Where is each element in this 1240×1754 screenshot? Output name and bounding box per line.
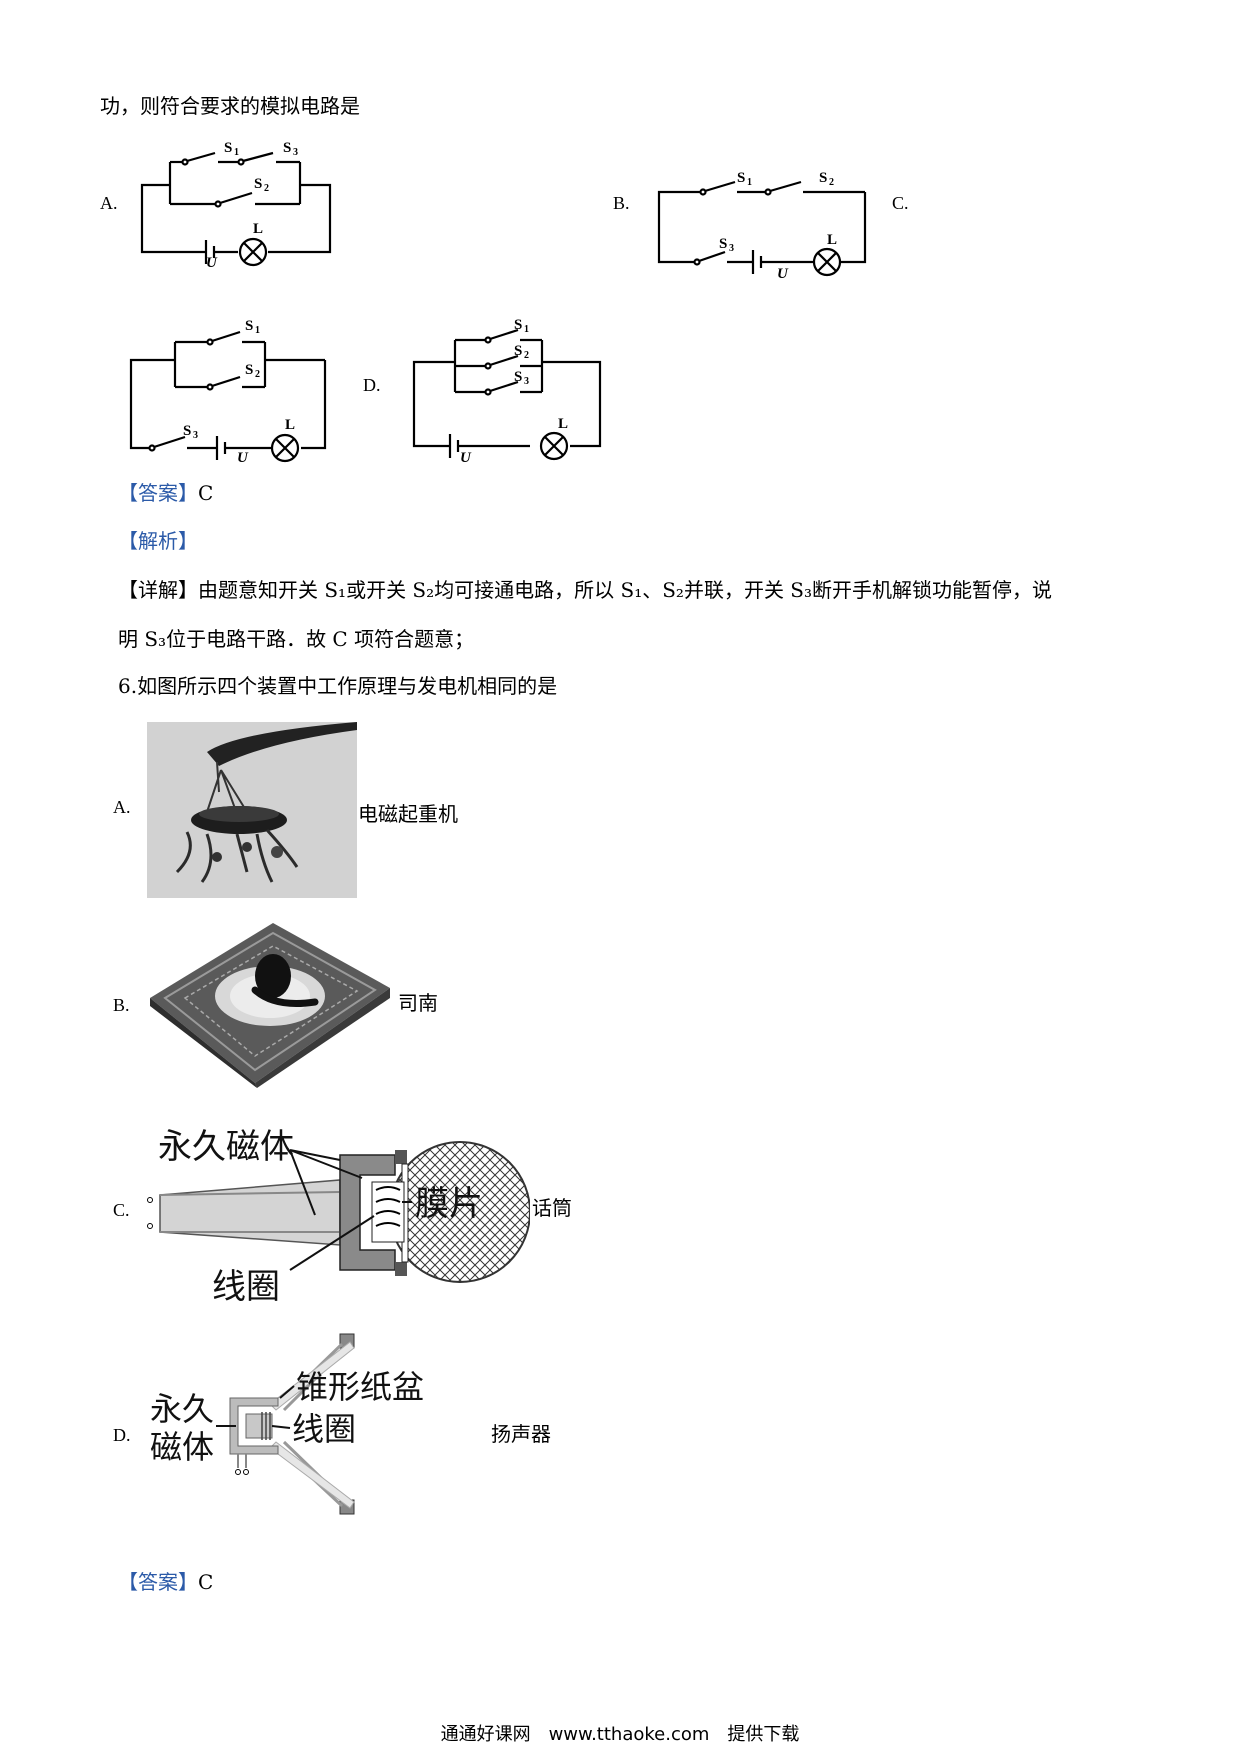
detail-line-2: 明 S₃位于电路干路．故 C 项符合题意； — [118, 627, 475, 651]
svg-text:3: 3 — [293, 147, 298, 158]
q6-option-a-label: A. — [113, 797, 131, 817]
svg-text:S: S — [514, 369, 522, 385]
label-s1: S — [224, 140, 232, 156]
answer-tag: 【答案】 — [118, 481, 198, 505]
label-coil: 线圈 — [212, 1267, 280, 1305]
svg-text:U: U — [237, 450, 249, 466]
label-speaker-magnet-2: 磁体 — [150, 1428, 214, 1466]
q5-answer: 【答案】C — [118, 479, 213, 507]
svg-text:S: S — [737, 170, 745, 186]
caption-microphone: 话筒 — [532, 1196, 572, 1220]
svg-text:L: L — [558, 416, 568, 432]
svg-text:S: S — [245, 318, 253, 334]
svg-text:S: S — [245, 362, 253, 378]
label-source: U — [206, 255, 218, 271]
svg-text:U: U — [460, 450, 472, 466]
q5-option-c-label: C. — [892, 193, 909, 213]
speaker-diagram: 永久 磁体 锥形纸盆 线圈 — [150, 1333, 424, 1515]
analysis-tag: 【解析】 — [118, 529, 198, 553]
svg-text:S: S — [183, 423, 191, 439]
q6-option-d-label: D. — [113, 1425, 131, 1445]
caption-sinan: 司南 — [398, 991, 438, 1015]
answer-tag: 【答案】 — [118, 1570, 198, 1594]
q6-answer: 【答案】C — [118, 1568, 213, 1596]
svg-text:2: 2 — [829, 177, 834, 188]
label-cone: 锥形纸盆 — [296, 1368, 424, 1406]
q6-option-b-label: B. — [113, 995, 130, 1015]
svg-text:1: 1 — [255, 325, 260, 336]
detail-tag: 【详解】 — [118, 578, 198, 602]
svg-text:S: S — [819, 170, 827, 186]
crane-photo — [147, 722, 357, 898]
svg-text:2: 2 — [524, 350, 529, 361]
q5-option-a-label: A. — [100, 193, 118, 213]
svg-text:L: L — [827, 232, 837, 248]
svg-text:S: S — [514, 343, 522, 359]
svg-text:L: L — [285, 417, 295, 433]
label-speaker-coil: 线圈 — [292, 1410, 356, 1448]
label-magnet: 永久磁体 — [158, 1127, 294, 1167]
svg-text:1: 1 — [747, 177, 752, 188]
intro-line: 功，则符合要求的模拟电路是 — [100, 94, 360, 118]
answer-value: C — [198, 1570, 214, 1594]
svg-text:U: U — [777, 266, 789, 282]
page-footer: 通通好课网 www.tthaoke.com 提供下载 — [440, 1724, 800, 1745]
svg-text:S: S — [719, 236, 727, 252]
svg-text:2: 2 — [264, 183, 269, 194]
svg-text:1: 1 — [524, 324, 529, 335]
label-lamp: L — [253, 221, 263, 237]
label-s2: S — [254, 176, 262, 192]
label-membrane: 膜片 — [415, 1184, 483, 1224]
caption-crane: 电磁起重机 — [358, 802, 458, 826]
label-s3: S — [283, 140, 291, 156]
svg-text:S: S — [514, 317, 522, 333]
q6-stem: 6.如图所示四个装置中工作原理与发电机相同的是 — [118, 674, 558, 698]
detail-line-1: 【详解】由题意知开关 S₁或开关 S₂均可接通电路，所以 S₁、S₂并联，开关 … — [118, 578, 1053, 602]
q6-option-c-label: C. — [113, 1200, 130, 1220]
svg-text:3: 3 — [729, 243, 734, 254]
answer-value: C — [198, 481, 214, 505]
q5-option-d-label: D. — [363, 375, 381, 395]
label-speaker-magnet-1: 永久 — [150, 1390, 214, 1428]
caption-speaker: 扬声器 — [491, 1422, 551, 1446]
microphone-diagram: 永久磁体 膜片 线圈 — [147, 1127, 530, 1305]
sinan-photo — [150, 923, 390, 1088]
svg-text:1: 1 — [234, 147, 239, 158]
svg-text:3: 3 — [193, 430, 198, 441]
svg-text:2: 2 — [255, 369, 260, 380]
svg-text:3: 3 — [524, 376, 529, 387]
q5-option-b-label: B. — [613, 193, 630, 213]
